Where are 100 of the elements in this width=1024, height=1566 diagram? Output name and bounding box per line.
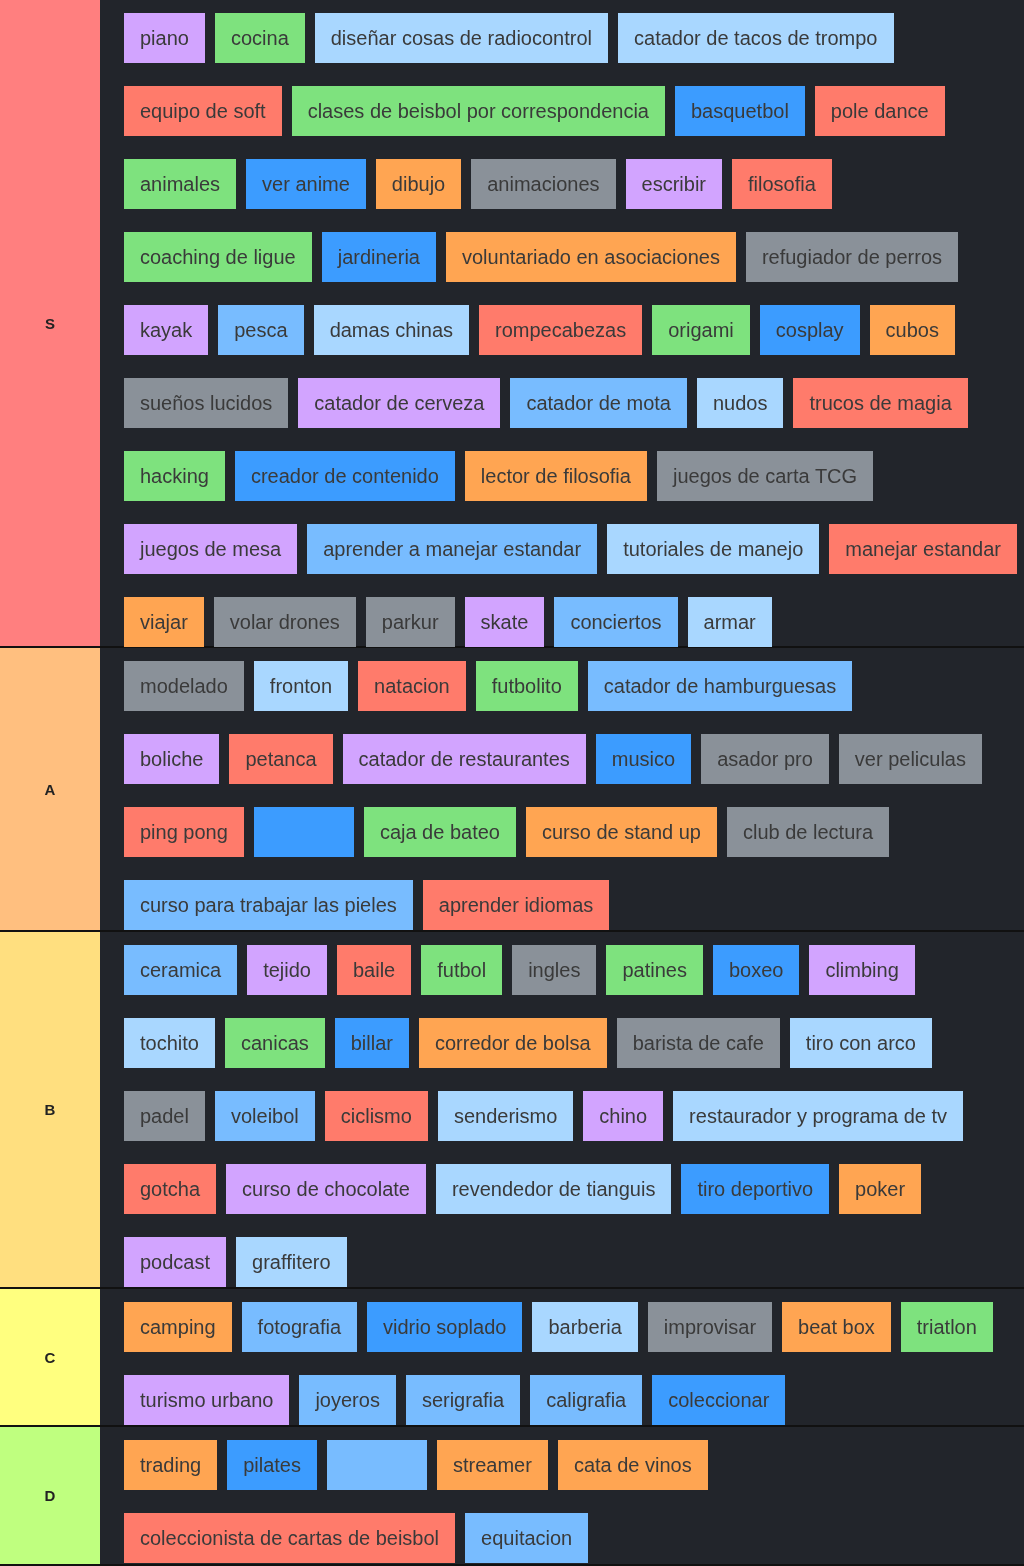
hobby-tag: turismo urbano (124, 1375, 290, 1425)
hobby-tag: vidrio soplado (367, 1302, 523, 1352)
hobby-tag: coaching de ligue (124, 232, 312, 282)
hobby-tag: triatlon (900, 1302, 993, 1352)
hobby-tag: tutoriales de manejo (607, 524, 820, 574)
hobby-tag: baile (336, 945, 412, 995)
hobby-tag: catador de tacos de trompo (618, 13, 894, 63)
hobby-tag: diseñar cosas de radiocontrol (314, 13, 608, 63)
hobby-tag: curso para trabajar las pieles (124, 880, 413, 930)
hobby-tag: damas chinas (313, 305, 470, 355)
hobby-tag: barista de cafe (616, 1018, 780, 1068)
hobby-tag: gotcha (124, 1164, 217, 1214)
hobby-tag: juegos de mesa (124, 524, 298, 574)
hobby-tag: cocina (214, 13, 305, 63)
hobby-tag: barberia (532, 1302, 638, 1352)
hobby-tag: ver peliculas (838, 734, 982, 784)
hobby-tag: cubos (869, 305, 955, 355)
hobby-tag: tiro con arco (789, 1018, 932, 1068)
hobby-tag: chino (583, 1091, 664, 1141)
hobby-tag: equitacion (465, 1513, 589, 1563)
hobby-tag: catador de cerveza (298, 378, 501, 428)
hobby-tag: curso de stand up (526, 807, 717, 857)
hobby-tag: creador de contenido (234, 451, 455, 501)
hobby-tag: refugiador de perros (745, 232, 958, 282)
tier-row (0, 1289, 1024, 1427)
hobby-tag: caja de bateo (363, 807, 516, 857)
hobby-tag: podcast (124, 1237, 227, 1287)
hobby-tag: patines (606, 945, 703, 995)
tier-label: B (0, 932, 100, 1287)
hobby-tag: cosplay (759, 305, 860, 355)
tier-row (0, 0, 1024, 648)
tier-label: C (0, 1289, 100, 1425)
hobby-tag: modelado (124, 661, 244, 711)
hobby-tag: ciclismo (324, 1091, 428, 1141)
hobby-tag: clases de beisbol por correspondencia (291, 86, 665, 136)
hobby-tag (253, 807, 354, 857)
hobby-tag: voluntariado en asociaciones (445, 232, 736, 282)
hobby-tag: hacking (124, 451, 225, 501)
hobby-tag: club de lectura (727, 807, 890, 857)
hobby-tag: rompecabezas (479, 305, 643, 355)
hobby-tag: musico (595, 734, 692, 784)
hobby-tag: coleccionar (652, 1375, 786, 1425)
hobby-tag: tiro deportivo (681, 1164, 830, 1214)
hobby-tag: dibujo (375, 159, 462, 209)
hobby-tag: climbing (809, 945, 915, 995)
hobby-tag: fotografia (241, 1302, 357, 1352)
hobby-tag: parkur (365, 597, 455, 647)
hobby-tag: lector de filosofia (464, 451, 647, 501)
hobby-tag: manejar estandar (829, 524, 1017, 574)
hobby-tag: streamer (436, 1440, 548, 1490)
hobby-tag: sueños lucidos (124, 378, 289, 428)
hobby-tag: jardineria (321, 232, 436, 282)
hobby-tag: viajar (124, 597, 204, 647)
hobby-tag: ceramica (124, 945, 238, 995)
hobby-tag: origami (652, 305, 750, 355)
hobby-tag: ver anime (246, 159, 366, 209)
hobby-tag: improvisar (647, 1302, 773, 1352)
hobby-tag: pole dance (814, 86, 945, 136)
hobby-tag: piano (124, 13, 205, 63)
hobby-tag: restaurador y programa de tv (673, 1091, 963, 1141)
hobby-tag: catador de restaurantes (342, 734, 586, 784)
hobby-tag: kayak (124, 305, 209, 355)
hobby-tag: joyeros (299, 1375, 396, 1425)
hobby-tag: billar (334, 1018, 409, 1068)
hobby-tag: armar (687, 597, 772, 647)
hobby-tag: catador de hamburguesas (587, 661, 853, 711)
hobby-tag: aprender a manejar estandar (307, 524, 598, 574)
hobby-tag: graffitero (236, 1237, 347, 1287)
hobby-tag: ingles (512, 945, 597, 995)
hobby-tag: futbolito (475, 661, 578, 711)
hobby-tag: canicas (224, 1018, 325, 1068)
hobby-tag: trading (124, 1440, 218, 1490)
hobby-tag: filosofia (732, 159, 832, 209)
tier-label: A (0, 648, 100, 930)
tier-row (0, 648, 1024, 932)
hobby-tag: juegos de carta TCG (656, 451, 874, 501)
hobby-tag: tochito (124, 1018, 215, 1068)
tier-label: D (0, 1427, 100, 1564)
hobby-tag: pesca (218, 305, 304, 355)
hobby-tag: asador pro (701, 734, 829, 784)
hobby-tag: camping (124, 1302, 232, 1352)
hobby-tag (326, 1440, 427, 1490)
hobby-tag: escribir (625, 159, 722, 209)
hobby-tag: aprender idiomas (422, 880, 610, 930)
hobby-tag: senderismo (437, 1091, 574, 1141)
hobby-tag: poker (839, 1164, 922, 1214)
hobby-tag: ping pong (124, 807, 244, 857)
hobby-tag: boliche (124, 734, 220, 784)
hobby-tag: fronton (253, 661, 349, 711)
hobby-tag: revendedor de tianguis (435, 1164, 672, 1214)
hobby-tag: serigrafia (405, 1375, 521, 1425)
hobby-tag: curso de chocolate (226, 1164, 426, 1214)
hobby-tag: volar drones (213, 597, 356, 647)
hobby-tag: basquetbol (675, 86, 805, 136)
hobby-tag: beat box (782, 1302, 891, 1352)
hobby-tag: futbol (421, 945, 503, 995)
hobby-tag: tejido (247, 945, 327, 995)
hobby-tag: voleibol (214, 1091, 315, 1141)
hobby-tag: pilates (227, 1440, 317, 1490)
hobby-tag: animales (124, 159, 237, 209)
